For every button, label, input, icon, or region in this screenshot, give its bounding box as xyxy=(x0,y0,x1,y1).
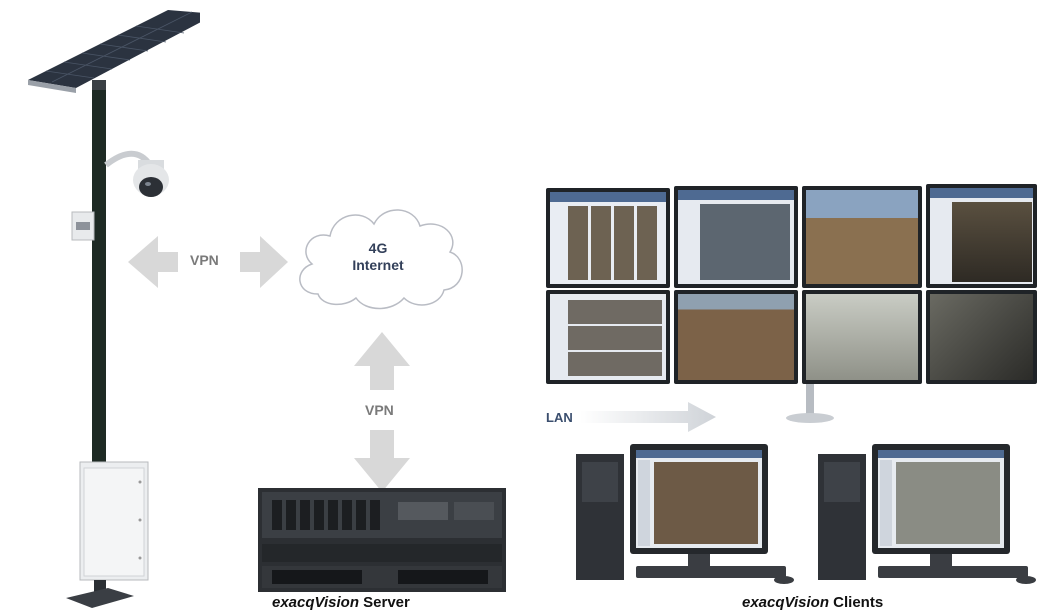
server-rack-icon xyxy=(258,488,506,592)
cloud-label-line1: 4G xyxy=(368,240,388,256)
equipment-cabinet-icon xyxy=(79,461,149,581)
server-caption-brand: exacqVision xyxy=(272,594,359,611)
vpn-label-down: VPN xyxy=(365,402,394,418)
lan-label: LAN xyxy=(546,410,573,425)
vpn-horizontal-arrow xyxy=(128,236,288,288)
client-workstation-icon xyxy=(576,444,794,584)
internet-cloud-icon xyxy=(299,209,463,310)
solar-camera-pole xyxy=(28,10,200,608)
radio-box-icon xyxy=(71,211,95,241)
vpn-label-left: VPN xyxy=(190,252,219,268)
video-wall-stand xyxy=(786,384,834,423)
clients-caption-brand: exacqVision xyxy=(742,594,829,611)
video-wall-monitor xyxy=(802,186,922,288)
video-wall-monitor xyxy=(926,184,1037,288)
clients-caption: exacqVision Clients xyxy=(742,594,883,611)
video-wall-monitor xyxy=(674,186,798,288)
video-wall xyxy=(546,184,1037,392)
dome-camera-icon xyxy=(133,160,169,197)
video-wall-monitor xyxy=(802,290,922,384)
video-wall-monitor xyxy=(926,290,1037,384)
vpn-vertical-arrow xyxy=(354,332,410,492)
solar-panel-icon xyxy=(28,10,200,93)
video-wall-monitor xyxy=(546,290,670,384)
cloud-label: 4G Internet xyxy=(318,240,438,274)
clients-caption-rest: Clients xyxy=(828,594,884,611)
server-caption: exacqVision Server xyxy=(272,594,410,611)
client-workstation-icon xyxy=(818,444,1036,584)
server-caption-rest: Server xyxy=(358,594,410,611)
lan-arrow xyxy=(580,402,716,432)
video-wall-monitor xyxy=(546,188,670,288)
pole-icon xyxy=(92,90,106,470)
video-wall-monitor xyxy=(674,290,798,384)
cloud-label-line2: Internet xyxy=(352,257,404,273)
